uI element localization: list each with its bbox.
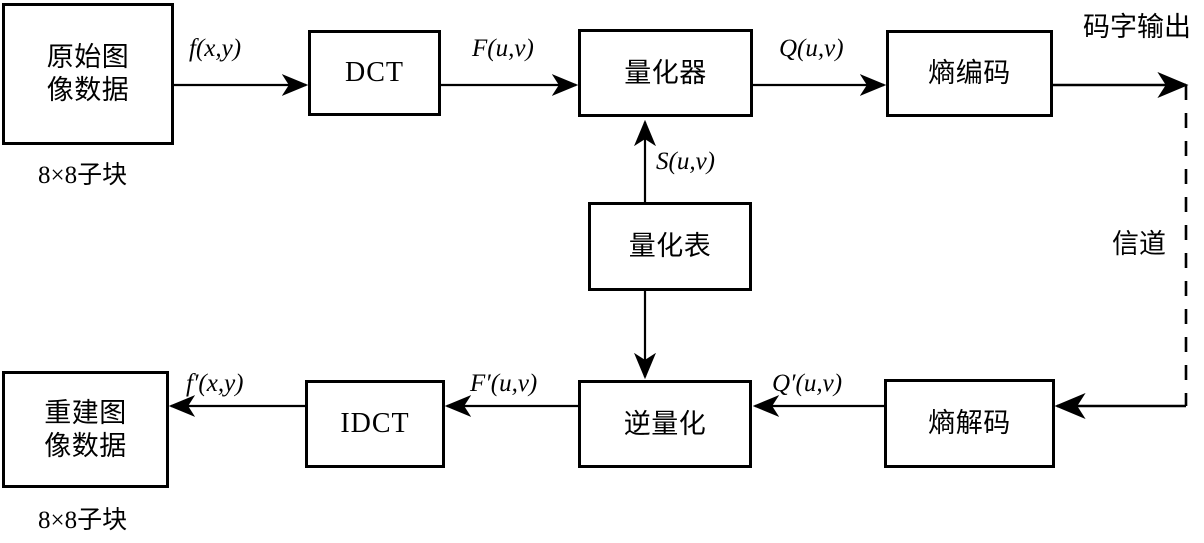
node-source-image-data[interactable]: 原始图 像数据 bbox=[2, 3, 174, 145]
edge-label-Quv: Q(u,v) bbox=[779, 35, 844, 62]
node-idct-label: IDCT bbox=[340, 407, 410, 439]
node-inverse-quantizer[interactable]: 逆量化 bbox=[578, 380, 752, 468]
caption-reconstructed-block-size: 8×8子块 bbox=[38, 507, 128, 534]
node-reconstructed-image-data-label: 重建图 像数据 bbox=[44, 397, 127, 461]
node-dct[interactable]: DCT bbox=[308, 30, 441, 116]
node-source-image-data-label: 原始图 像数据 bbox=[46, 42, 130, 105]
edge-label-F-prime-uv: F′(u,v) bbox=[470, 370, 538, 397]
edge-label-fxy: f(x,y) bbox=[189, 35, 242, 62]
edge-label-f-prime-xy: f′(x,y) bbox=[186, 370, 244, 397]
node-idct[interactable]: IDCT bbox=[305, 380, 445, 468]
node-entropy-decoder[interactable]: 熵解码 bbox=[884, 379, 1055, 468]
node-quantization-table-label: 量化表 bbox=[628, 231, 712, 262]
node-reconstructed-image-data[interactable]: 重建图 像数据 bbox=[2, 371, 169, 488]
node-entropy-encoder-label: 熵编码 bbox=[928, 58, 1011, 89]
caption-source-block-size: 8×8子块 bbox=[38, 162, 128, 189]
edge-label-Suv: S(u,v) bbox=[656, 148, 715, 175]
node-entropy-encoder[interactable]: 熵编码 bbox=[886, 30, 1053, 117]
edge-label-Fuv: F(u,v) bbox=[472, 35, 534, 62]
node-quantization-table[interactable]: 量化表 bbox=[588, 202, 752, 291]
label-channel: 信道 bbox=[1112, 229, 1166, 259]
edge-label-Q-prime-uv: Q′(u,v) bbox=[772, 370, 843, 397]
node-entropy-decoder-label: 熵解码 bbox=[928, 408, 1011, 439]
node-quantizer[interactable]: 量化器 bbox=[578, 29, 753, 117]
label-codeword-output: 码字输出 bbox=[1083, 12, 1191, 42]
node-quantizer-label: 量化器 bbox=[624, 57, 707, 88]
node-inverse-quantizer-label: 逆量化 bbox=[623, 408, 707, 439]
node-dct-label: DCT bbox=[345, 56, 404, 88]
